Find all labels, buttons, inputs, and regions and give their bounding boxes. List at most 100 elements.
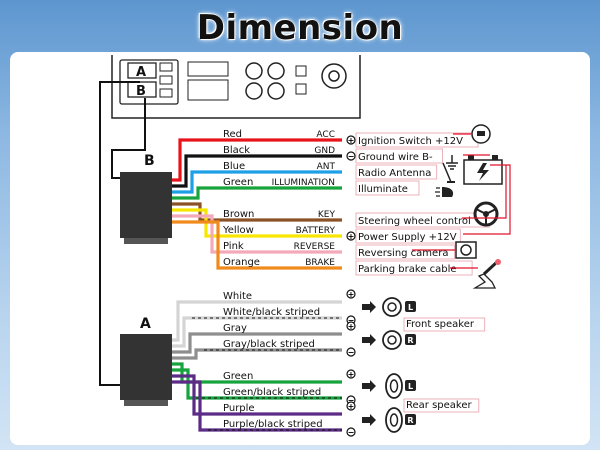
ground-symbol-icon [446,155,458,170]
rear-speaker-label: Rear speaker [406,400,472,411]
power-link [463,164,511,235]
front-speaker-box [403,317,486,332]
harness-b-label: B [144,153,155,169]
head-unit-back: A B [111,55,361,119]
lead-line-b [111,98,146,179]
wire-b-pin-6: REVERSE [294,242,336,252]
dest-label-6: Reversing camera [358,248,448,259]
connector-b-label: B [136,84,146,99]
front-right-tag-bg [405,334,416,345]
dest-label-7: Parking brake cable [358,264,457,275]
wire-b-7 [165,220,342,270]
dest-label-0: Ignition Switch +12V [358,136,463,147]
wire-a-color-5: Green/black striped [223,387,321,398]
rear-left-arrow [362,380,376,392]
ignition-key-icon [471,124,491,144]
steering-link [462,165,507,219]
wire-a-color-4: Green [223,371,253,382]
wire-b-4 [165,202,342,222]
wire-b-color-7: Orange [223,257,260,268]
dest-label-2: Radio Antenna [358,168,431,179]
wire-b-pin-4: KEY [318,210,336,220]
front-right-tag: R [407,336,413,345]
harness-a-wires: White+White/black striped−Gray+Gray/blac… [165,289,356,437]
wire-b-color-0: Red [223,129,242,140]
page-title: Dimension [196,8,404,48]
wire-a-3 [165,348,342,360]
wire-b-pin-0: ACC [316,130,335,140]
wire-b-6 [165,214,342,254]
harness-a-label: A [140,316,151,332]
wire-a-color-6: Purple [223,403,255,414]
wire-a-polarity-2 [346,321,356,331]
wire-a-polarity-text-4: + [348,370,355,379]
front-left-tag: L [408,303,413,312]
dest-label-5: Power Supply +12V [358,232,457,243]
dest-polarity-text-0: + [348,136,355,145]
connector-a-label: A [136,65,146,80]
rear-right-speaker-icon-cone [389,413,399,427]
wire-b-pin-1: GND [314,146,335,156]
dest-box-2 [355,164,438,180]
wire-b-color-1: Black [223,145,250,156]
rear-right-tag-bg [405,414,416,425]
wire-a-polarity-text-7: − [348,428,355,437]
wire-a-polarity-text-0: + [348,290,355,299]
dest-polarity-1 [346,151,356,161]
dest-box-1 [355,148,443,164]
wire-b-pin-5: BATTERY [296,226,336,236]
wire-a-polarity-6 [346,401,356,411]
wire-a-polarity-3 [346,347,356,357]
front-right-arrow [362,334,376,346]
dest-polarity-0 [346,135,356,145]
wire-b-color-5: Yellow [222,225,254,236]
wire-a-4 [165,362,342,384]
front-left-tag-bg [405,301,416,312]
connector-block-b-tab [124,238,168,244]
wire-a-color-2: Gray [223,323,247,334]
wire-a-polarity-0 [346,289,356,299]
wire-b-pin-2: ANT [317,162,336,172]
steering-wheel-icon [473,201,499,227]
dest-label-3: Illuminate [358,184,408,195]
rear-speaker-box [403,398,480,413]
rear-left-speaker-icon-cone [389,379,399,393]
dest-label-4: Steering wheel control [358,216,471,227]
dest-box-5 [355,228,461,244]
wire-a-polarity-7 [346,427,356,437]
harness-b-destinations: +Ignition Switch +12V−Ground wire B-Radi… [346,132,491,276]
parking-brake-icon [472,259,501,289]
wire-a-1 [165,316,342,348]
wire-a-color-7: Purple/black striped [223,419,323,430]
battery-icon [463,155,503,185]
rear-left-tag-bg [405,380,416,391]
dest-box-3 [355,180,420,196]
wire-a-2 [165,332,342,354]
wire-a-6 [165,374,342,416]
lead-line-a [99,81,140,386]
wire-a-polarity-text-1: − [348,316,355,325]
dest-polarity-text-5: + [348,232,355,241]
dest-polarity-text-1: − [348,152,355,161]
rear-left-tag: L [408,382,413,391]
dest-polarity-5 [346,231,356,241]
rear-right-arrow [362,414,376,426]
wire-b-1 [165,154,342,188]
antenna-icon [442,162,455,183]
wire-a-color-0: White [223,291,252,302]
wire-b-color-6: Pink [223,241,244,252]
wire-a-polarity-4 [346,369,356,379]
wire-b-pin-3: ILLUMINATION [272,178,335,188]
wire-b-pin-7: BRAKE [305,258,335,268]
wire-a-polarity-text-5: − [348,396,355,405]
connector-block-b [120,172,172,238]
wire-b-color-3: Green [223,177,253,188]
front-left-speaker-icon-cone [387,302,397,312]
wire-b-2 [165,170,342,194]
connector-block-a-tab [124,400,168,406]
wire-a-color-1: White/black striped [223,307,320,318]
front-right-speaker-icon-cone [387,335,397,345]
